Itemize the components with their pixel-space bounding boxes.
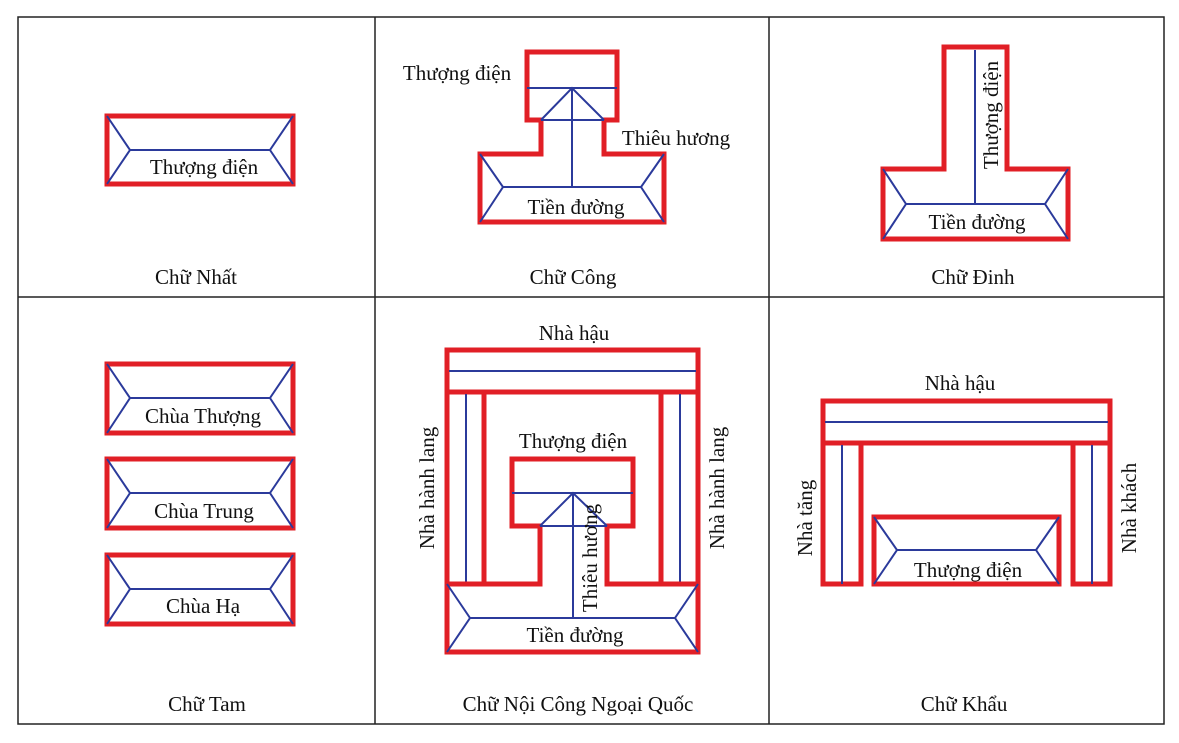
label-thieu-huong: Thiêu hương bbox=[622, 126, 731, 150]
caption-chu-khau: Chữ Khẩu bbox=[921, 692, 1008, 716]
building-chua-ha bbox=[104, 552, 296, 627]
label-tien-duong: Tiền đường bbox=[527, 623, 624, 647]
label-nha-hau: Nhà hậu bbox=[539, 321, 610, 345]
building-chua-trung bbox=[104, 456, 296, 531]
caption-chu-dinh: Chữ Đinh bbox=[931, 265, 1015, 289]
label-chua-trung: Chùa Trung bbox=[154, 499, 254, 523]
label-nha-tang: Nhà tăng bbox=[793, 479, 817, 556]
label-thuong-dien-vertical: Thượng điện bbox=[979, 60, 1003, 169]
building-nha-tang bbox=[820, 440, 864, 587]
building-nha-khach bbox=[1070, 440, 1113, 587]
building-inner-cong bbox=[444, 456, 701, 655]
building-thuong-dien bbox=[871, 514, 1062, 587]
label-nha-hanh-lang-left: Nhà hành lang bbox=[415, 426, 439, 549]
building-cong-outline bbox=[477, 49, 667, 225]
panel-chu-cong: Thượng điện Thiêu hương Tiền đường Chữ C… bbox=[403, 49, 731, 289]
label-thuong-dien: Thượng điện bbox=[150, 155, 259, 179]
label-nha-hanh-lang-right: Nhà hành lang bbox=[705, 426, 729, 549]
panel-chu-tam: Chùa Thượng Chùa Trung Chùa Hạ Chữ Tam bbox=[104, 361, 296, 716]
label-thieu-huong-vertical: Thiêu hương bbox=[578, 503, 602, 612]
caption-chu-nhat: Chữ Nhất bbox=[155, 265, 237, 289]
building-nha-hanh-lang-left bbox=[444, 389, 487, 587]
panel-chu-dinh: Thượng điện Tiền đường Chữ Đinh bbox=[880, 44, 1071, 289]
building-thuong-dien bbox=[104, 113, 296, 187]
panel-chu-noi-cong-ngoai-quoc: Nhà hậu Thượng điện Nhà hành lang Nhà hà… bbox=[415, 321, 729, 716]
panel-grid bbox=[17, 16, 1165, 725]
building-nha-hau bbox=[820, 398, 1113, 446]
label-thuong-dien: Thượng điện bbox=[519, 429, 628, 453]
label-chua-thuong: Chùa Thượng bbox=[145, 404, 262, 428]
panel-chu-nhat: Thượng điện Chữ Nhất bbox=[104, 113, 296, 289]
caption-chu-tam: Chữ Tam bbox=[168, 692, 246, 716]
panel-chu-khau: Nhà hậu Nhà tăng Nhà khách Thượng điện C… bbox=[793, 371, 1141, 716]
caption-chu-noi-cong-ngoai-quoc: Chữ Nội Công Ngoại Quốc bbox=[463, 692, 694, 716]
label-nha-hau: Nhà hậu bbox=[925, 371, 996, 395]
building-nha-hau bbox=[444, 347, 701, 395]
label-tien-duong: Tiền đường bbox=[929, 210, 1026, 234]
label-nha-khach: Nhà khách bbox=[1117, 462, 1141, 553]
label-thuong-dien: Thượng điện bbox=[403, 61, 512, 85]
label-thuong-dien: Thượng điện bbox=[914, 558, 1023, 582]
label-chua-ha: Chùa Hạ bbox=[166, 594, 241, 618]
label-tien-duong: Tiền đường bbox=[528, 195, 625, 219]
building-chua-thuong bbox=[104, 361, 296, 436]
caption-chu-cong: Chữ Công bbox=[530, 265, 617, 289]
building-nha-hanh-lang-right bbox=[658, 389, 701, 587]
building-dinh-outline bbox=[880, 44, 1071, 242]
